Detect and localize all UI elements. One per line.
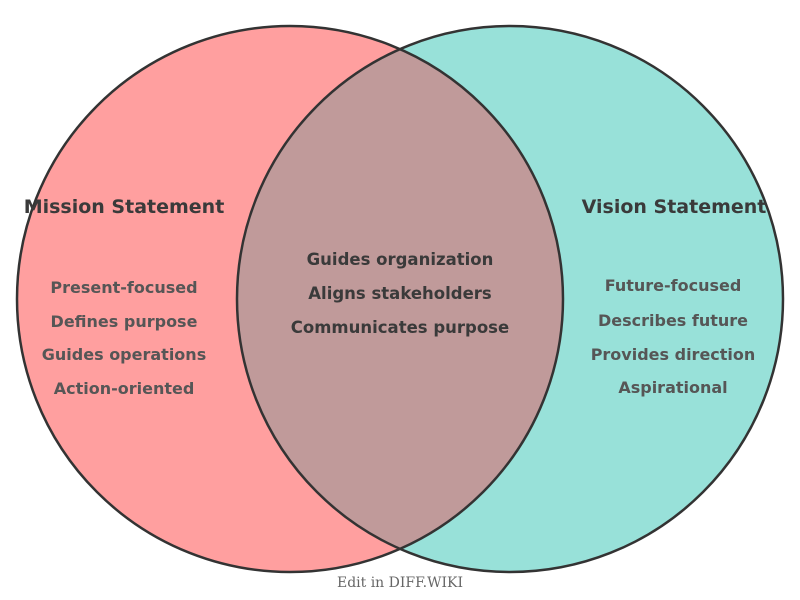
overlap-region — [237, 26, 563, 572]
vision-title: Vision Statement — [582, 196, 767, 218]
mission-item-4: Action-oriented — [54, 379, 195, 398]
vision-item-2: Describes future — [598, 311, 748, 330]
mission-circle-outline — [15, 24, 565, 574]
vision-circle-outline — [235, 24, 785, 574]
mission-item-3: Guides operations — [42, 345, 206, 364]
vision-item-4: Aspirational — [618, 378, 727, 397]
overlap-item-2: Aligns stakeholders — [308, 284, 492, 303]
edit-in-diffwiki-link[interactable]: Edit in DIFF.WIKI — [337, 575, 463, 591]
vision-item-3: Provides direction — [591, 345, 756, 364]
overlap-item-3: Communicates purpose — [291, 318, 509, 337]
mission-item-1: Present-focused — [50, 278, 197, 297]
overlap-item-1: Guides organization — [307, 250, 494, 269]
mission-title: Mission Statement — [24, 196, 225, 218]
mission-item-2: Defines purpose — [51, 312, 198, 331]
vision-item-1: Future-focused — [605, 276, 742, 295]
